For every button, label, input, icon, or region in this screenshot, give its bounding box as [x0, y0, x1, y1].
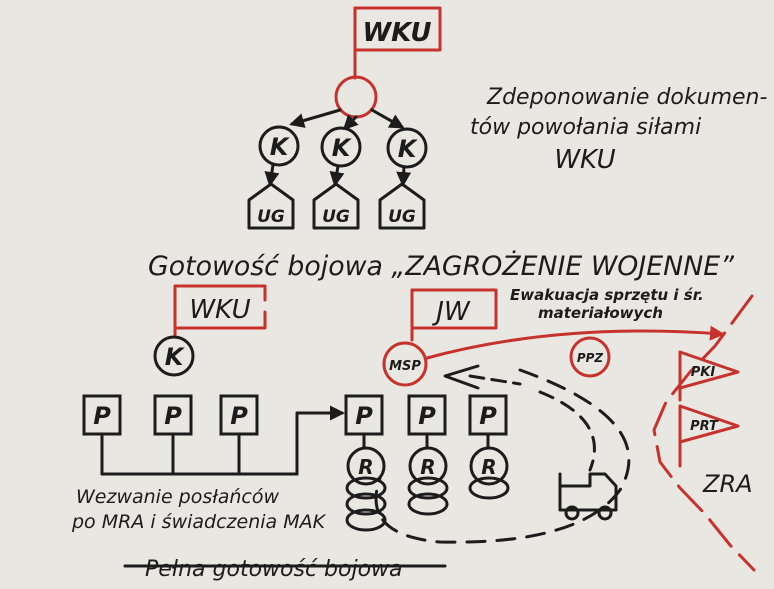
k-node-label: K [270, 133, 291, 161]
return-path [374, 364, 631, 544]
k-node-label: K [165, 343, 186, 371]
k-node-label: K [332, 134, 353, 162]
wku-flag: WKU [173, 284, 267, 338]
right-p-boxes: P P P [344, 394, 508, 450]
wku-k-node [153, 335, 195, 377]
top-hub-circle [334, 75, 378, 119]
prt-flag: PRT [678, 404, 740, 468]
p-label: P [479, 402, 497, 430]
top-caption: Zdeponowanie dokumen- tów powołania siła… [470, 85, 767, 175]
top-branches [289, 108, 405, 131]
top-flag: WKU [353, 6, 442, 80]
p-label: P [418, 402, 436, 430]
evac-arrow [425, 325, 725, 360]
ug-label: UG [388, 207, 416, 227]
footer-caption: Pełna gotowość bojowa [145, 557, 403, 582]
ppz-label: PPZ [577, 351, 604, 365]
zra-label: ZRA [702, 470, 753, 498]
summons-line: po MRA i świadczenia MAK [71, 511, 327, 533]
caption-line: tów powołania siłami [470, 115, 701, 140]
pki-flag: PKI [678, 350, 740, 402]
messenger-lines [100, 405, 345, 476]
p-label: P [164, 402, 182, 430]
r-label: R [481, 455, 496, 479]
top-flag-label: WKU [362, 18, 431, 48]
caption-line: Zdeponowanie dokumen- [486, 85, 767, 110]
k-node-label: K [398, 135, 419, 163]
ppz-node [569, 336, 611, 378]
jw-flag: JW [410, 288, 498, 342]
evac-line: materiałowych [538, 304, 663, 322]
summons-line: Wezwanie posłańców [76, 486, 279, 508]
wku-flag-label: WKU [189, 295, 250, 325]
evac-line: Ewakuacja sprzętu i śr. [510, 286, 704, 304]
p-label: P [355, 402, 373, 430]
prt-label: PRT [690, 419, 719, 434]
ug-houses: UG UG UG [247, 182, 426, 230]
truck-icon [558, 472, 618, 521]
r-label: R [358, 455, 373, 479]
p-label: P [93, 402, 111, 430]
p-label: P [230, 402, 248, 430]
top-arrows-down [264, 163, 412, 187]
jw-flag-label: JW [431, 297, 471, 327]
r-stacks: R R R [345, 446, 510, 532]
msp-node [382, 341, 428, 387]
top-k-nodes: K K K [258, 125, 428, 169]
msp-label: MSP [389, 359, 421, 374]
left-p-boxes: P P P [82, 394, 259, 436]
readiness-heading: Gotowość bojowa „ZAGROŻENIE WOJENNE” [148, 250, 735, 282]
ug-label: UG [257, 207, 285, 227]
r-label: R [420, 455, 435, 479]
evac-caption: Ewakuacja sprzętu i śr. materiałowych [510, 286, 704, 322]
pki-label: PKI [691, 365, 716, 380]
caption-line: WKU [554, 145, 615, 175]
ug-label: UG [322, 207, 350, 227]
summons-caption: Wezwanie posłańców po MRA i świadczenia … [71, 486, 327, 533]
